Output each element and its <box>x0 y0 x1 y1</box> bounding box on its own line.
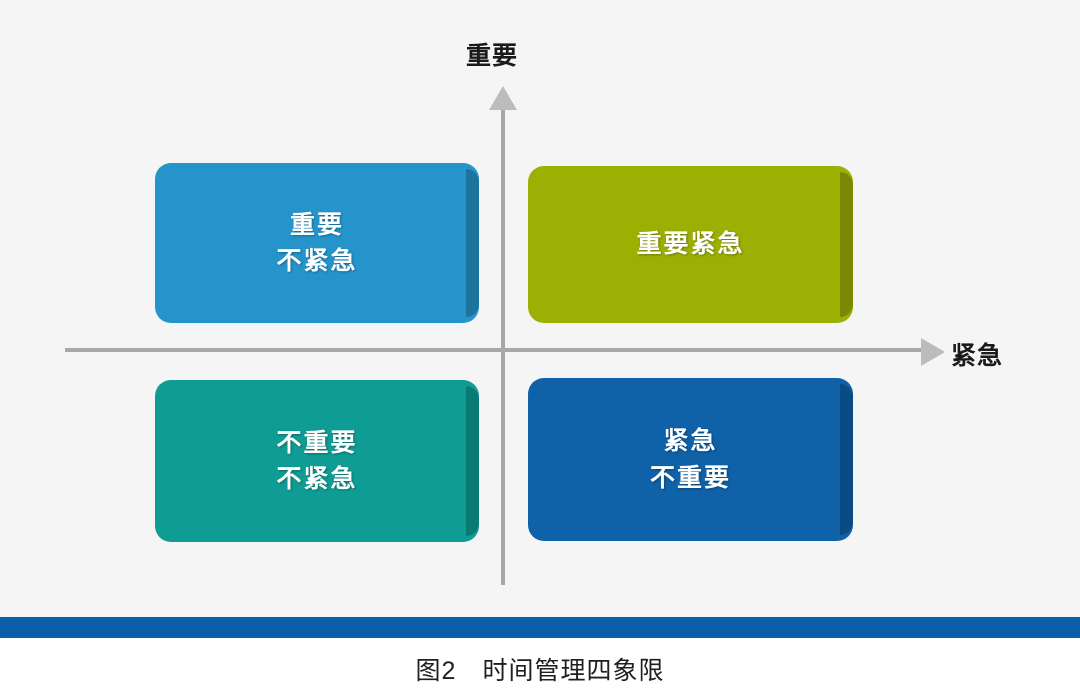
quadrant-not-important-not-urgent[interactable]: 不重要 不紧急 <box>155 380 479 542</box>
vertical-axis-arrow-icon <box>489 86 517 110</box>
footer-divider-rule <box>0 617 1080 638</box>
figure-caption-area: 图2 时间管理四象限 <box>0 638 1080 699</box>
quadrant-important-not-urgent[interactable]: 重要 不紧急 <box>155 163 479 323</box>
quadrant-label-line: 不重要 <box>649 463 731 492</box>
quadrant-label-line: 不紧急 <box>276 465 358 493</box>
quadrant-label-line: 紧急 <box>663 427 718 456</box>
horizontal-axis-arrow-icon <box>921 338 945 366</box>
quadrant-label-line: 不重要 <box>276 428 358 457</box>
quadrant-urgent-not-important[interactable]: 紧急 不重要 <box>528 378 853 541</box>
quadrant-label-line: 重要紧急 <box>636 230 745 259</box>
horizontal-axis-line <box>65 348 930 352</box>
time-management-matrix-figure: 重要 紧急 重要 不紧急 重要紧急 不重要 不紧急 紧急 不重要 <box>65 42 1004 585</box>
axis-label-important: 重要 <box>466 42 519 70</box>
quadrant-label-line: 重要 <box>289 210 344 239</box>
axis-label-urgent: 紧急 <box>951 342 1004 370</box>
vertical-axis-line <box>501 105 505 585</box>
figure-caption: 图2 时间管理四象限 <box>415 656 665 685</box>
quadrant-label-line: 不紧急 <box>276 247 358 275</box>
quadrant-important-urgent[interactable]: 重要紧急 <box>528 166 853 323</box>
